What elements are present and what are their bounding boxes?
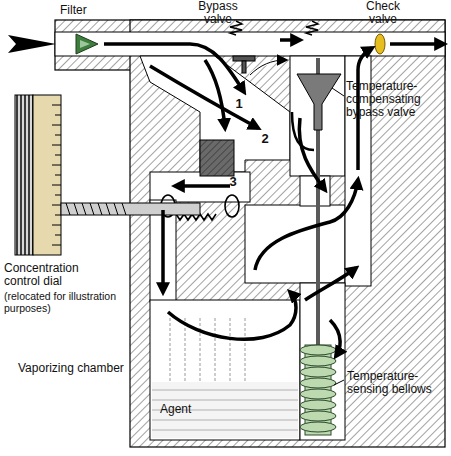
callout-number: 2 — [258, 132, 272, 146]
flow-arrows — [168, 292, 296, 339]
bypass-flow — [250, 60, 285, 75]
gas-passages — [150, 300, 300, 440]
gas-passages — [300, 283, 345, 440]
bellows — [300, 400, 336, 410]
concentration-dial — [55, 195, 61, 196]
concentration-dial — [55, 155, 61, 156]
bypass-flow — [250, 60, 285, 75]
wick — [185, 318, 186, 382]
agent-liquid — [152, 390, 298, 391]
filter — [76, 34, 98, 54]
callout-number: 3 — [226, 175, 240, 189]
leader-lines — [332, 88, 344, 385]
bellows — [300, 422, 336, 432]
wick — [170, 318, 171, 382]
bypass-flow — [250, 60, 285, 75]
bellows — [300, 378, 336, 388]
concentration-dial — [52, 245, 61, 246]
concentration-dial — [52, 225, 61, 226]
part-label: Check valve — [355, 0, 411, 26]
concentration-rotary-valve — [200, 140, 234, 176]
concentration-dial — [55, 175, 61, 176]
gas-passages — [245, 205, 345, 283]
bellows — [300, 411, 336, 421]
part-label: Filter — [60, 4, 120, 17]
concentration-dial — [52, 125, 61, 126]
dial-screw — [61, 203, 200, 215]
concentration-dial — [52, 145, 61, 146]
wick — [170, 318, 245, 382]
bypass-valve — [306, 21, 318, 35]
concentration-dial — [52, 105, 61, 245]
flow-arrows — [175, 184, 230, 188]
part-label: Agent — [160, 403, 220, 416]
flow-arrows — [299, 118, 325, 190]
concentration-dial — [52, 165, 61, 166]
flow-arrows — [390, 42, 444, 46]
bypass-valve — [230, 21, 318, 73]
agent-liquid — [152, 420, 298, 421]
filter — [76, 34, 98, 54]
concentration-dial — [33, 95, 61, 255]
dial-screw — [66, 203, 126, 215]
flow-arrows — [205, 60, 225, 128]
bellows — [300, 356, 336, 366]
agent-liquid — [152, 382, 298, 438]
concentration-dial — [52, 205, 61, 206]
wick-springs — [225, 195, 239, 217]
bellows — [300, 345, 336, 435]
concentration-dial — [55, 135, 61, 136]
concentration-dial — [15, 95, 33, 255]
check-valve — [375, 34, 385, 54]
wick — [230, 318, 231, 382]
check-valve — [375, 34, 385, 54]
temperature-compensating-valve — [292, 112, 314, 150]
bellows — [300, 367, 336, 377]
flow-arrows — [305, 268, 356, 300]
note-label: (relocated for illustration purposes) — [4, 290, 122, 314]
inlet-arrow — [8, 35, 56, 53]
temperature-compensating-valve — [297, 74, 341, 130]
concentration-dial — [52, 105, 61, 106]
part-label: Concentration control dial — [4, 262, 104, 288]
agent-liquid — [152, 382, 298, 438]
concentration-dial — [55, 235, 61, 236]
callout-number: 1 — [232, 97, 246, 111]
filter — [80, 40, 90, 48]
concentration-dial — [15, 95, 61, 255]
agent-liquid — [152, 430, 298, 431]
inlet-arrow — [8, 35, 56, 53]
part-label: Temperature-sensing bellows — [347, 370, 447, 396]
flow-arrows — [104, 44, 244, 92]
concentration-rotary-valve — [200, 140, 234, 176]
bellows — [300, 345, 336, 355]
wick — [200, 318, 201, 382]
flow-arrows — [280, 38, 300, 42]
wick — [245, 318, 246, 382]
concentration-dial — [55, 115, 61, 116]
part-label: Bypass valve — [190, 0, 246, 26]
flow-arrows — [150, 66, 258, 128]
gas-passages — [300, 176, 330, 206]
flow-arrows — [161, 210, 165, 292]
concentration-dial — [55, 215, 61, 216]
bellows — [300, 389, 336, 399]
wick — [215, 318, 216, 382]
part-label: Vaporizing chamber — [18, 362, 148, 375]
flow-arrows — [330, 320, 340, 356]
concentration-dial — [52, 185, 61, 186]
leader-lines — [332, 88, 344, 96]
flow-arrows — [255, 180, 358, 270]
part-label: Temperature-compensating bypass valve — [346, 80, 448, 119]
temperature-compensating-valve — [292, 58, 341, 345]
bypass-valve — [242, 61, 246, 73]
agent-liquid — [152, 400, 298, 401]
leader-lines — [334, 380, 344, 385]
dial-screw — [61, 203, 200, 215]
bypass-valve — [233, 56, 255, 61]
